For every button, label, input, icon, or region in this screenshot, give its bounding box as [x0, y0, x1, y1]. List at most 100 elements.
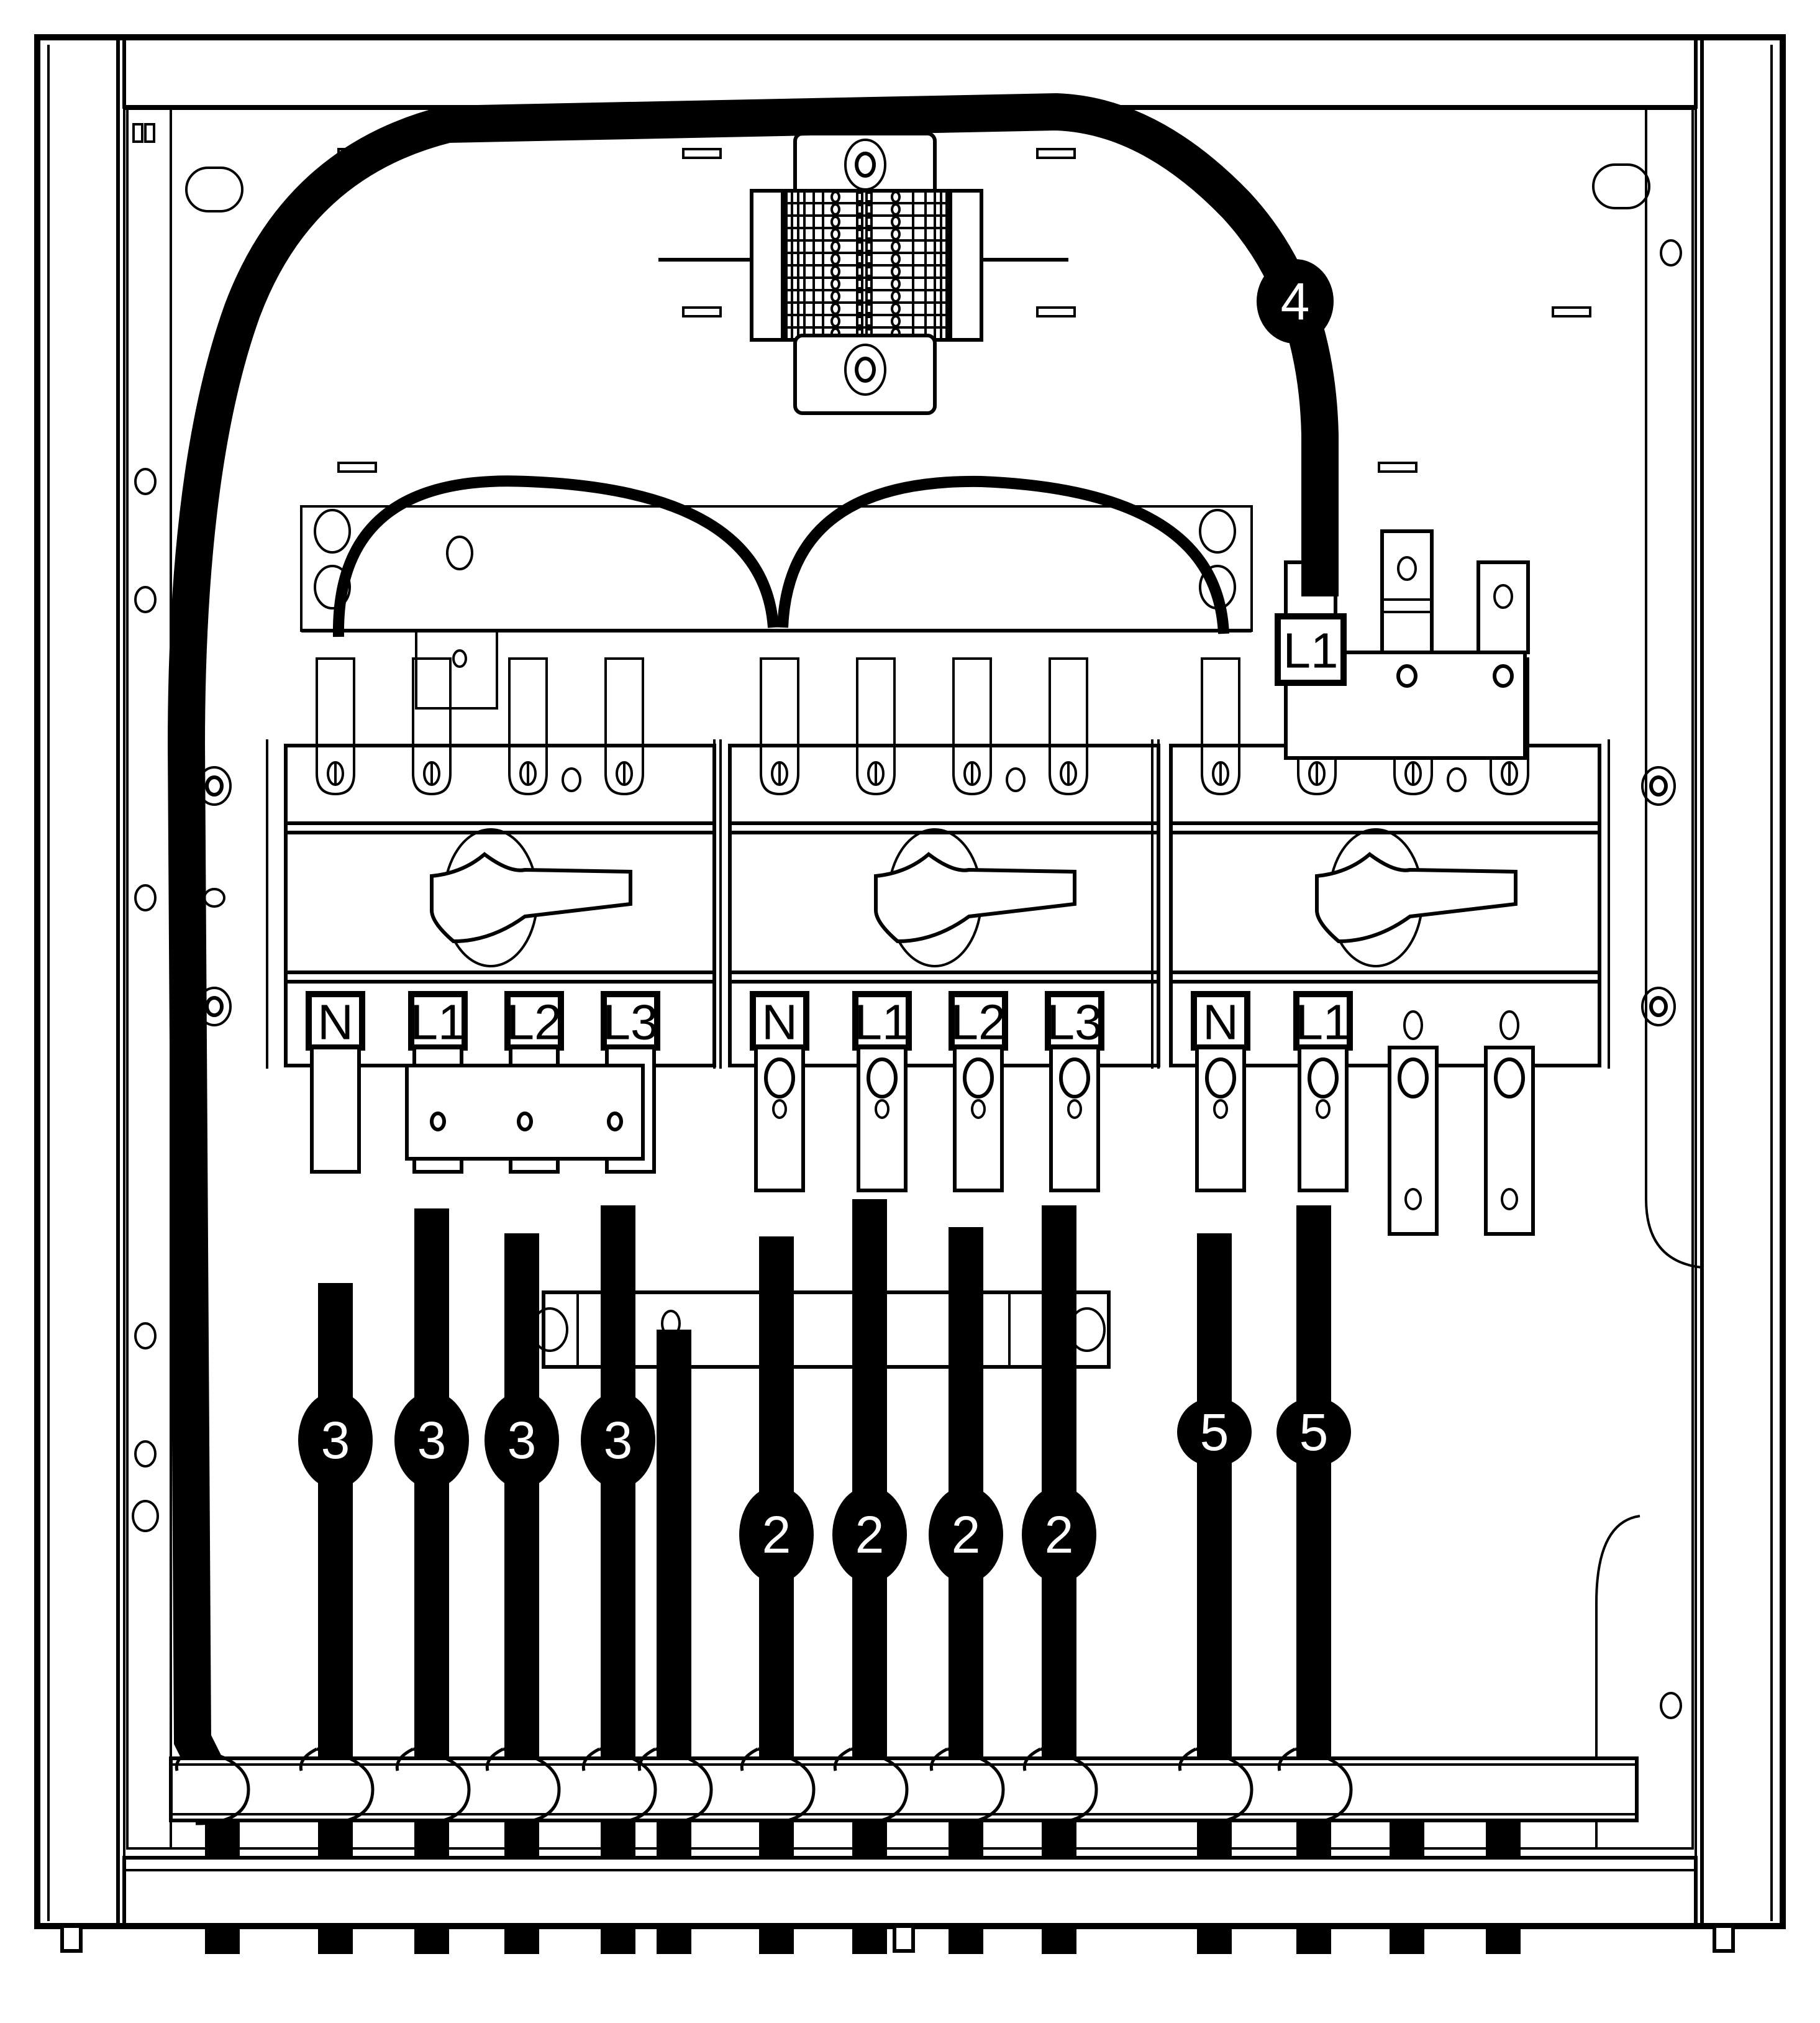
hex-nut-icon — [197, 987, 232, 1026]
cable-ring-icon — [637, 1747, 657, 1771]
terminal-slot — [865, 216, 873, 227]
lug-screw-icon — [1308, 761, 1326, 786]
cable-exit — [1296, 1926, 1331, 1954]
top-lug — [508, 746, 548, 796]
cable-through-plate — [852, 1820, 887, 1858]
cable — [1296, 1205, 1331, 1765]
terminal-strip — [857, 1046, 908, 1192]
cable-exit — [949, 1926, 983, 1954]
torx-screw-icon — [867, 1057, 898, 1098]
terminal-slot — [865, 191, 873, 203]
hex-nut-hole — [1649, 775, 1668, 797]
terminal-slot — [856, 191, 863, 203]
hex-nut-icon — [197, 766, 232, 806]
strip-hole — [1501, 1188, 1518, 1210]
terminal-slot — [856, 291, 863, 302]
foot-left — [60, 1924, 83, 1953]
cable-exit — [759, 1926, 794, 1954]
callout-bubble — [485, 1392, 559, 1489]
lug-screw-icon — [771, 761, 788, 786]
cable-ring-icon — [1178, 1747, 1197, 1771]
cable-through-plate — [1197, 1820, 1232, 1858]
terminal-slot — [865, 229, 873, 240]
top-l1-terminal-text: L1 — [1283, 623, 1339, 678]
side-hole — [203, 888, 225, 908]
cable-exit — [504, 1926, 539, 1954]
rotary-handle-icon — [430, 852, 632, 944]
cable — [504, 1233, 539, 1765]
callout-bubble — [739, 1486, 814, 1583]
lower-busbar — [531, 1290, 1111, 1369]
switch1-bridge — [405, 1064, 645, 1161]
foot-center — [893, 1924, 915, 1953]
terminal-slot — [856, 216, 863, 227]
cable-through-plate — [1296, 1820, 1331, 1858]
callout-bubble — [1177, 1397, 1252, 1467]
cable-ring-icon — [850, 1747, 909, 1825]
cable-ring-icon — [175, 1747, 194, 1771]
terminal-slot — [856, 241, 863, 252]
terminal-slot — [865, 291, 873, 302]
callout-number: 3 — [417, 1411, 447, 1469]
top-lug — [316, 746, 355, 796]
top-lug — [412, 746, 452, 796]
cable-ring-icon — [192, 1747, 250, 1825]
unused-strip — [1484, 1046, 1535, 1236]
callout-bubble — [298, 1392, 373, 1489]
cable-through-plate — [504, 1820, 539, 1858]
cable — [852, 1199, 887, 1765]
foot-right — [1713, 1924, 1735, 1953]
top-lug — [1297, 746, 1337, 796]
cable-ring-icon — [1277, 1747, 1296, 1771]
cable-through-plate — [949, 1820, 983, 1858]
terminal-label-box — [1293, 991, 1353, 1051]
cable-ring-icon — [395, 1747, 414, 1771]
callout-number: 4 — [1281, 272, 1310, 331]
lug-screw-icon — [867, 761, 885, 786]
terminal-label-box — [852, 991, 912, 1051]
strip-hole — [971, 1099, 986, 1119]
terminal-label-l3: L3 — [603, 995, 658, 1050]
lug-screw-icon — [519, 761, 537, 786]
cable-through-plate — [318, 1820, 353, 1858]
callout-bubble — [1276, 1397, 1351, 1467]
cable-support-bar — [169, 1747, 1639, 1825]
terminal-label-l1: L1 — [855, 995, 910, 1050]
cable-tie-left — [170, 654, 206, 684]
bridge-wire-1 — [332, 475, 779, 637]
lug-screw-icon — [1404, 761, 1422, 786]
callout-bubble — [832, 1486, 907, 1583]
cable-ring-icon — [485, 1747, 504, 1771]
cable-ring-icon — [1294, 1747, 1353, 1825]
callout-number: 3 — [321, 1411, 350, 1469]
top-connector — [412, 657, 452, 747]
torx-screw-icon — [1494, 1057, 1525, 1098]
cable-through-plate — [205, 1820, 240, 1858]
top-connector — [952, 657, 992, 747]
l1-busbar-block: L1 — [1275, 528, 1530, 760]
strip-hole — [1499, 1010, 1519, 1040]
terminal-slot — [865, 241, 873, 252]
terminal-label-box — [1045, 991, 1104, 1051]
hex-nut-icon — [1641, 987, 1676, 1026]
callout-bubble — [1257, 259, 1334, 344]
terminal-slot — [856, 253, 863, 265]
callout-number: 2 — [952, 1505, 981, 1564]
torx-screw-icon — [963, 1057, 994, 1098]
hex-nut-hole — [1649, 996, 1668, 1017]
bridge-screw-icon — [607, 1112, 623, 1131]
cable-ring-icon — [299, 1747, 318, 1771]
bridge-wire-2 — [777, 475, 1229, 634]
top-connector — [760, 657, 799, 747]
cable-ring-icon — [503, 1747, 561, 1825]
lug-screw-icon — [616, 761, 633, 786]
cable-ring-icon — [757, 1747, 816, 1825]
terminal-slot — [856, 204, 863, 215]
top-connector — [316, 657, 355, 747]
